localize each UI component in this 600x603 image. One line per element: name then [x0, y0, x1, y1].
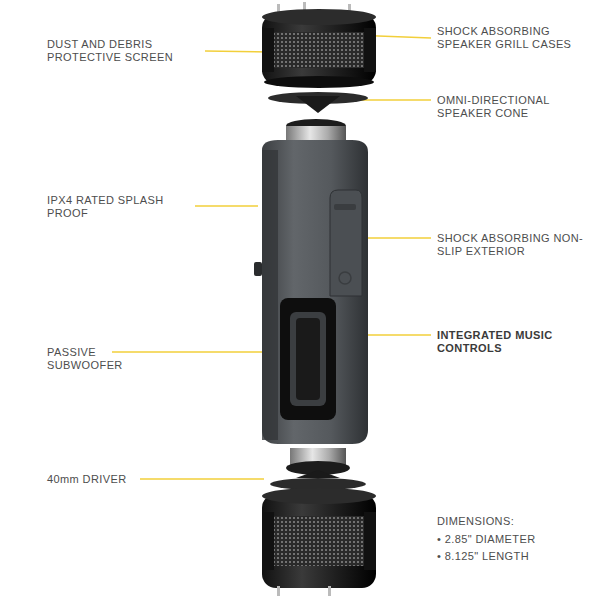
part-label: OMNI-DIRECTIONAL SPEAKER CONE	[437, 94, 592, 120]
part-label: PASSIVE SUBWOOFER	[47, 346, 132, 372]
dimension-text: • 8.125" LENGTH	[437, 550, 592, 563]
part-label: INTEGRATED MUSIC CONTROLS	[437, 329, 592, 355]
part-label: IPX4 RATED SPLASH PROOF	[47, 194, 182, 220]
part-label: SHOCK ABSORBING SPEAKER GRILL CASES	[437, 25, 592, 51]
part-label: DUST AND DEBRIS PROTECTIVE SCREEN	[47, 38, 182, 64]
part-label: 40mm DRIVER	[47, 473, 167, 486]
dimension-text: DIMENSIONS:	[437, 515, 592, 528]
dimension-text: • 2.85" DIAMETER	[437, 533, 592, 546]
part-label: SHOCK ABSORBING NON-SLIP EXTERIOR	[437, 232, 592, 258]
